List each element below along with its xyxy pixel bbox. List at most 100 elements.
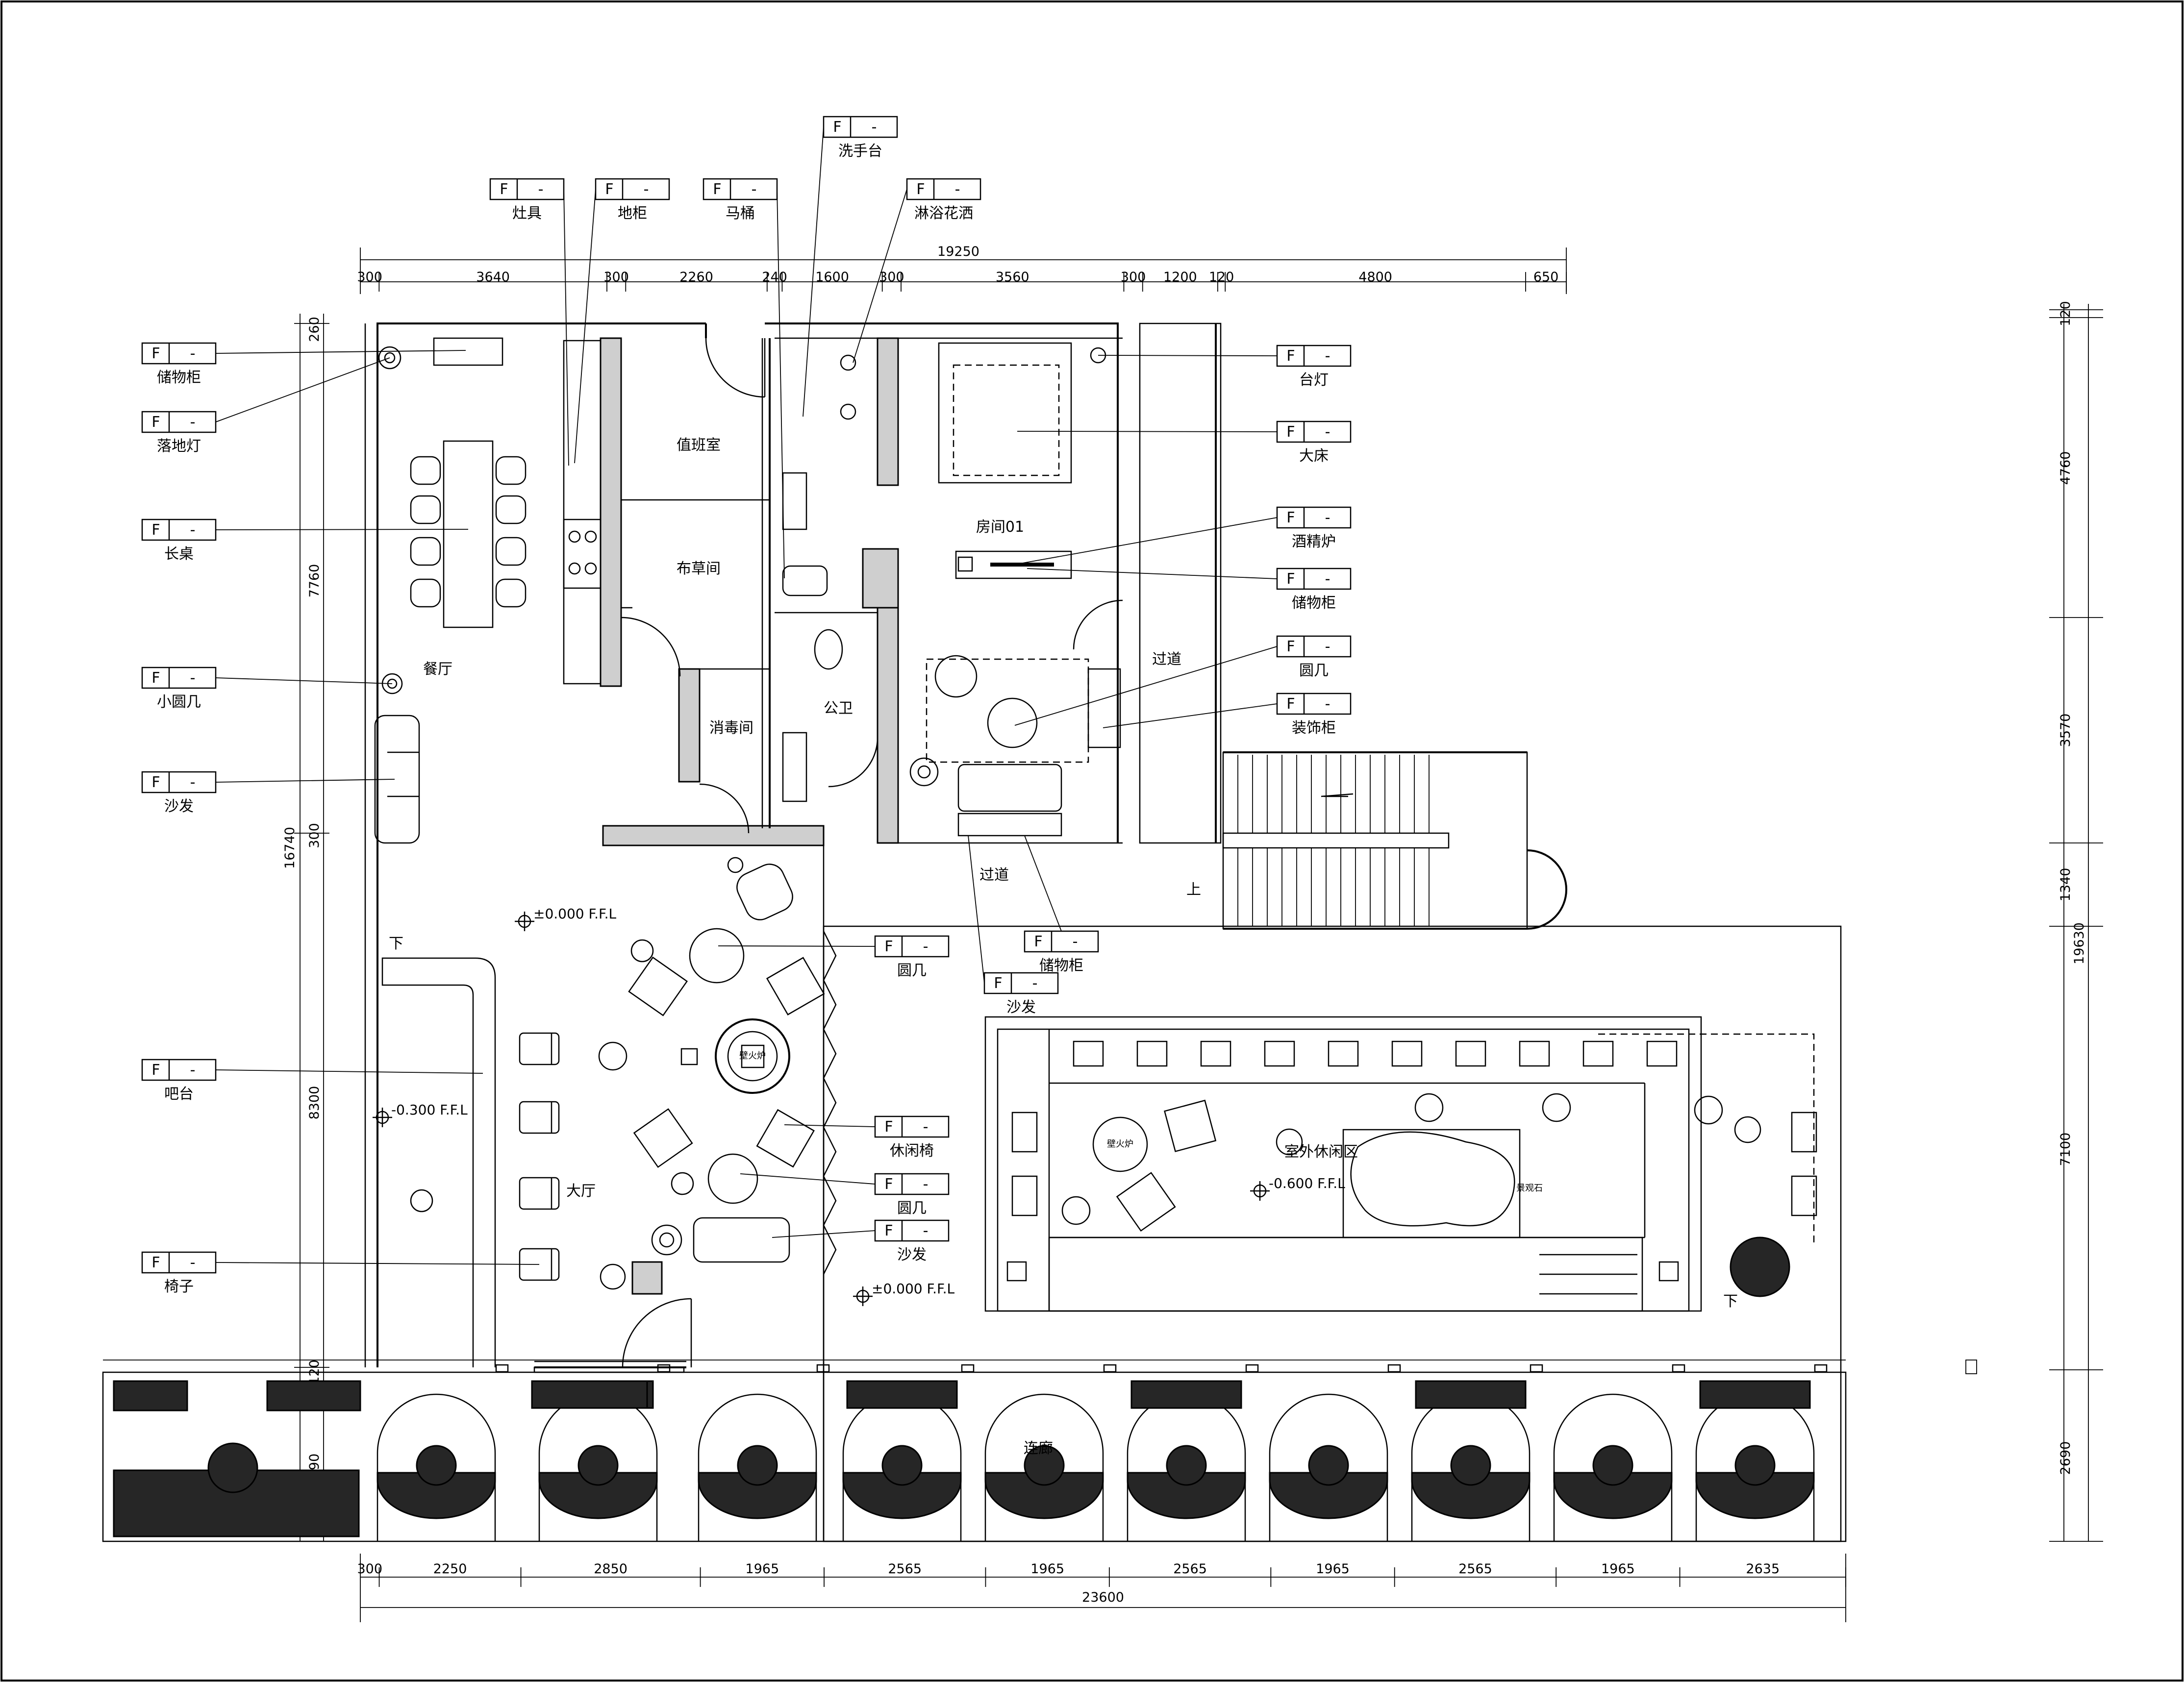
- callout-dash: -: [872, 119, 877, 136]
- callout-code: F: [1286, 423, 1295, 441]
- callout-label: 灶具: [512, 205, 542, 222]
- label-scenery-stone: 景观石: [1516, 1183, 1543, 1193]
- dim-bottom-seg: 1965: [745, 1561, 779, 1577]
- dim-left-seg: 260: [307, 317, 322, 342]
- room-labels: 餐厅 值班室 布草间 消毒间 公卫 房间01 过道 过道 大厅 室外休闲区 连廊…: [389, 437, 1738, 1457]
- callout-storage-left: F-储物柜: [141, 342, 466, 386]
- callout-table-lamp: F-台灯: [1098, 345, 1352, 389]
- arch: [1269, 1393, 1388, 1541]
- callout-dash: -: [1325, 423, 1330, 441]
- callout-dash: -: [1325, 347, 1330, 365]
- shrub: [1734, 1445, 1776, 1486]
- callout-dash: -: [190, 414, 196, 431]
- dim-bottom-seg: 2850: [594, 1561, 628, 1577]
- level-outdoor: -0.600 F.F.L: [1269, 1175, 1345, 1191]
- callout-code: F: [916, 181, 925, 198]
- callout-code: F: [884, 938, 893, 955]
- callout-code: F: [1286, 638, 1295, 655]
- dim-bottom-seg: 1965: [1316, 1561, 1350, 1577]
- callout-dash: -: [644, 181, 649, 198]
- callout-label: 马桶: [726, 205, 755, 222]
- label-restaurant: 餐厅: [423, 661, 452, 678]
- callout-stove: F - 灶具: [489, 178, 569, 466]
- callout-dash: -: [923, 1222, 929, 1239]
- dim-bottom-seg: 2565: [888, 1561, 922, 1577]
- dim-top-seg: 300: [603, 270, 629, 285]
- callout-dash: -: [538, 181, 544, 198]
- callout-label: 储物柜: [1039, 957, 1083, 974]
- dim-top-seg: 240: [762, 270, 787, 285]
- callout-storage-right: F-储物柜: [1027, 568, 1352, 612]
- callout-round-table-low: F - 圆几: [740, 1173, 950, 1217]
- callout-washbasin: F-洗手台: [803, 116, 898, 417]
- left-dimensions: 16740 260 7760 300 8300 120 2690: [282, 314, 329, 1541]
- callout-label: 吧台: [164, 1086, 194, 1103]
- cushion: [1011, 1112, 1038, 1153]
- callout-long-table: F-长桌: [141, 519, 469, 563]
- gravel-bed: [1695, 1472, 1815, 1519]
- cushion: [1200, 1040, 1231, 1067]
- callout-code: F: [1034, 933, 1042, 950]
- callout-label: 淋浴花洒: [914, 205, 973, 222]
- outdoor-lounge: [823, 925, 1842, 1542]
- arch: [698, 1393, 817, 1541]
- callout-label: 地柜: [618, 205, 647, 222]
- right-dimensions: 19630 120 4760 3570 1340 7100 2690: [1965, 301, 2103, 1542]
- callout-code: F: [500, 181, 508, 198]
- gravel-bed: [1553, 1472, 1673, 1519]
- callout-label: 圆几: [897, 1200, 927, 1217]
- cushion: [1791, 1175, 1817, 1216]
- dim-right-seg: 3570: [2058, 714, 2073, 747]
- gravel-bed: [538, 1472, 658, 1519]
- callout-sofa-left: F-沙发: [141, 771, 395, 815]
- callout-code: F: [151, 414, 160, 431]
- gravel-bed: [698, 1472, 817, 1519]
- shrub: [577, 1445, 619, 1486]
- label-corridor-bottom: 过道: [979, 866, 1009, 884]
- dining-chair: [495, 578, 527, 608]
- dining-chair: [495, 495, 527, 524]
- dining-chair: [410, 495, 441, 524]
- callout-code: F: [884, 1222, 893, 1239]
- label-hall: 大厅: [566, 1183, 596, 1200]
- callout-dash: -: [1032, 975, 1038, 992]
- callout-label: 椅子: [164, 1278, 194, 1295]
- dim-bottom-seg: 2565: [1173, 1561, 1207, 1577]
- gravel-bed: [984, 1472, 1104, 1519]
- dim-bottom-seg: 1965: [1601, 1561, 1635, 1577]
- cushion: [1519, 1040, 1550, 1067]
- label-step-down-right: 下: [1723, 1293, 1738, 1310]
- callout-dash: -: [923, 1176, 929, 1193]
- gravel-bed: [377, 1472, 496, 1519]
- cushion: [1328, 1040, 1359, 1067]
- label-stair-up: 上: [1186, 881, 1201, 898]
- cushion: [1455, 1040, 1486, 1067]
- cushion: [1646, 1040, 1678, 1067]
- callout-chair: F-椅子: [141, 1251, 540, 1295]
- callout-code: F: [884, 1176, 893, 1193]
- callout-label: 洗手台: [838, 143, 882, 160]
- callout-dash: -: [1325, 570, 1330, 588]
- callout-label: 小圆几: [157, 693, 201, 711]
- callout-code: F: [151, 521, 160, 539]
- callout-label: 圆几: [897, 962, 927, 979]
- dining-chair: [410, 456, 441, 485]
- gravel-strip: [1130, 1380, 1242, 1409]
- callout-dash: -: [190, 345, 196, 362]
- callout-dash: -: [1325, 695, 1330, 713]
- dim-top-seg: 3560: [996, 270, 1029, 285]
- level-markers: ±0.000 F.F.L -0.300 F.F.L ±0.000 F.F.L -…: [373, 906, 1345, 1306]
- dim-left-seg: 8300: [307, 1086, 322, 1120]
- level-bar: -0.300 F.F.L: [391, 1102, 468, 1118]
- cushion: [1791, 1112, 1817, 1153]
- callout-label: 沙发: [164, 798, 194, 815]
- dim-top-seg: 120: [1209, 270, 1234, 285]
- shrub: [881, 1445, 923, 1486]
- callout-dash: -: [1325, 509, 1330, 526]
- shrub: [1592, 1445, 1633, 1486]
- dim-bottom-seg: 1965: [1030, 1561, 1064, 1577]
- callout-code: F: [151, 1254, 160, 1271]
- dim-left-seg: 300: [307, 823, 322, 848]
